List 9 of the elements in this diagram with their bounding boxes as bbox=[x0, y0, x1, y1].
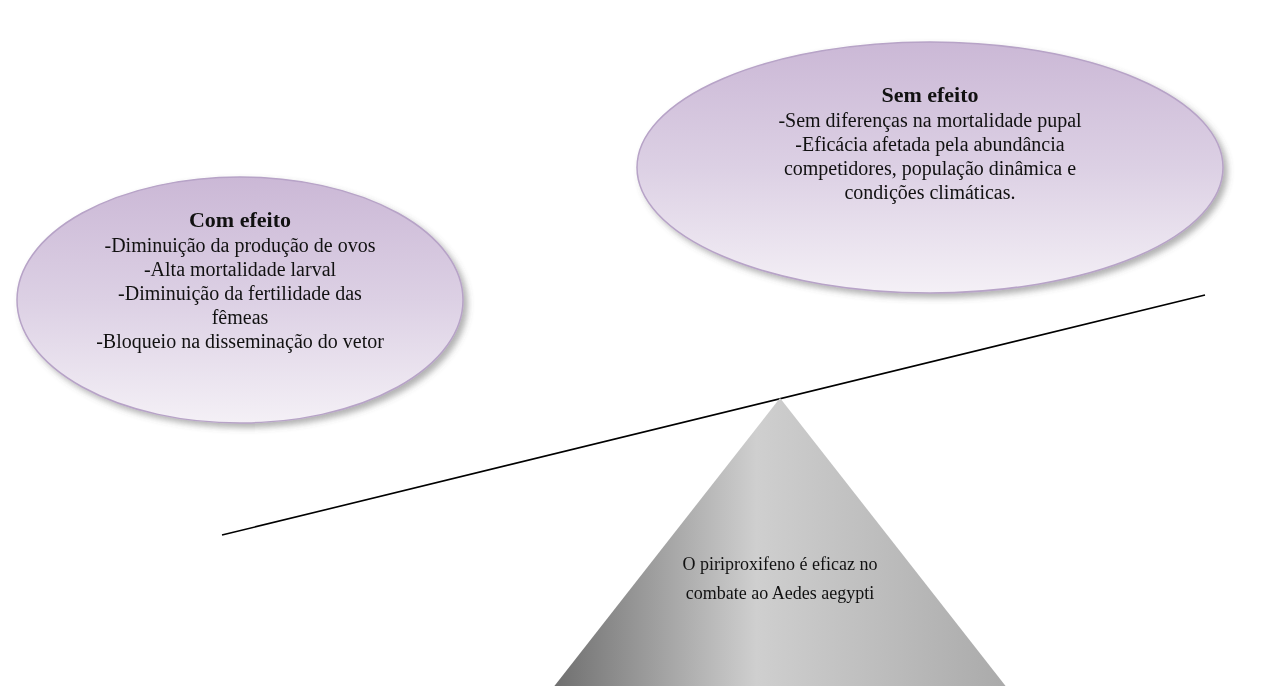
ellipse-heading: Com efeito bbox=[188, 207, 292, 234]
statement-text: O piriproxifeno é eficaz no combate ao Aedes aegypti bbox=[681, 553, 879, 605]
ellipse-heading: Sem efeito bbox=[880, 82, 980, 109]
statement-text: -Diminuição da fertilidade das fêmeas bbox=[117, 281, 363, 330]
statement-text: -Bloqueio na disseminação do vetor bbox=[95, 329, 385, 354]
statement-text: -Sem diferenças na mortalidade pupal bbox=[777, 108, 1083, 133]
statement-text: -Diminuição da produção de ovos bbox=[103, 233, 377, 258]
statement-text: -Eficácia afetada pela abundância competidores, população dinâmica e condições climáticas. bbox=[782, 132, 1078, 205]
statement-text: -Alta mortalidade larval bbox=[142, 257, 338, 282]
